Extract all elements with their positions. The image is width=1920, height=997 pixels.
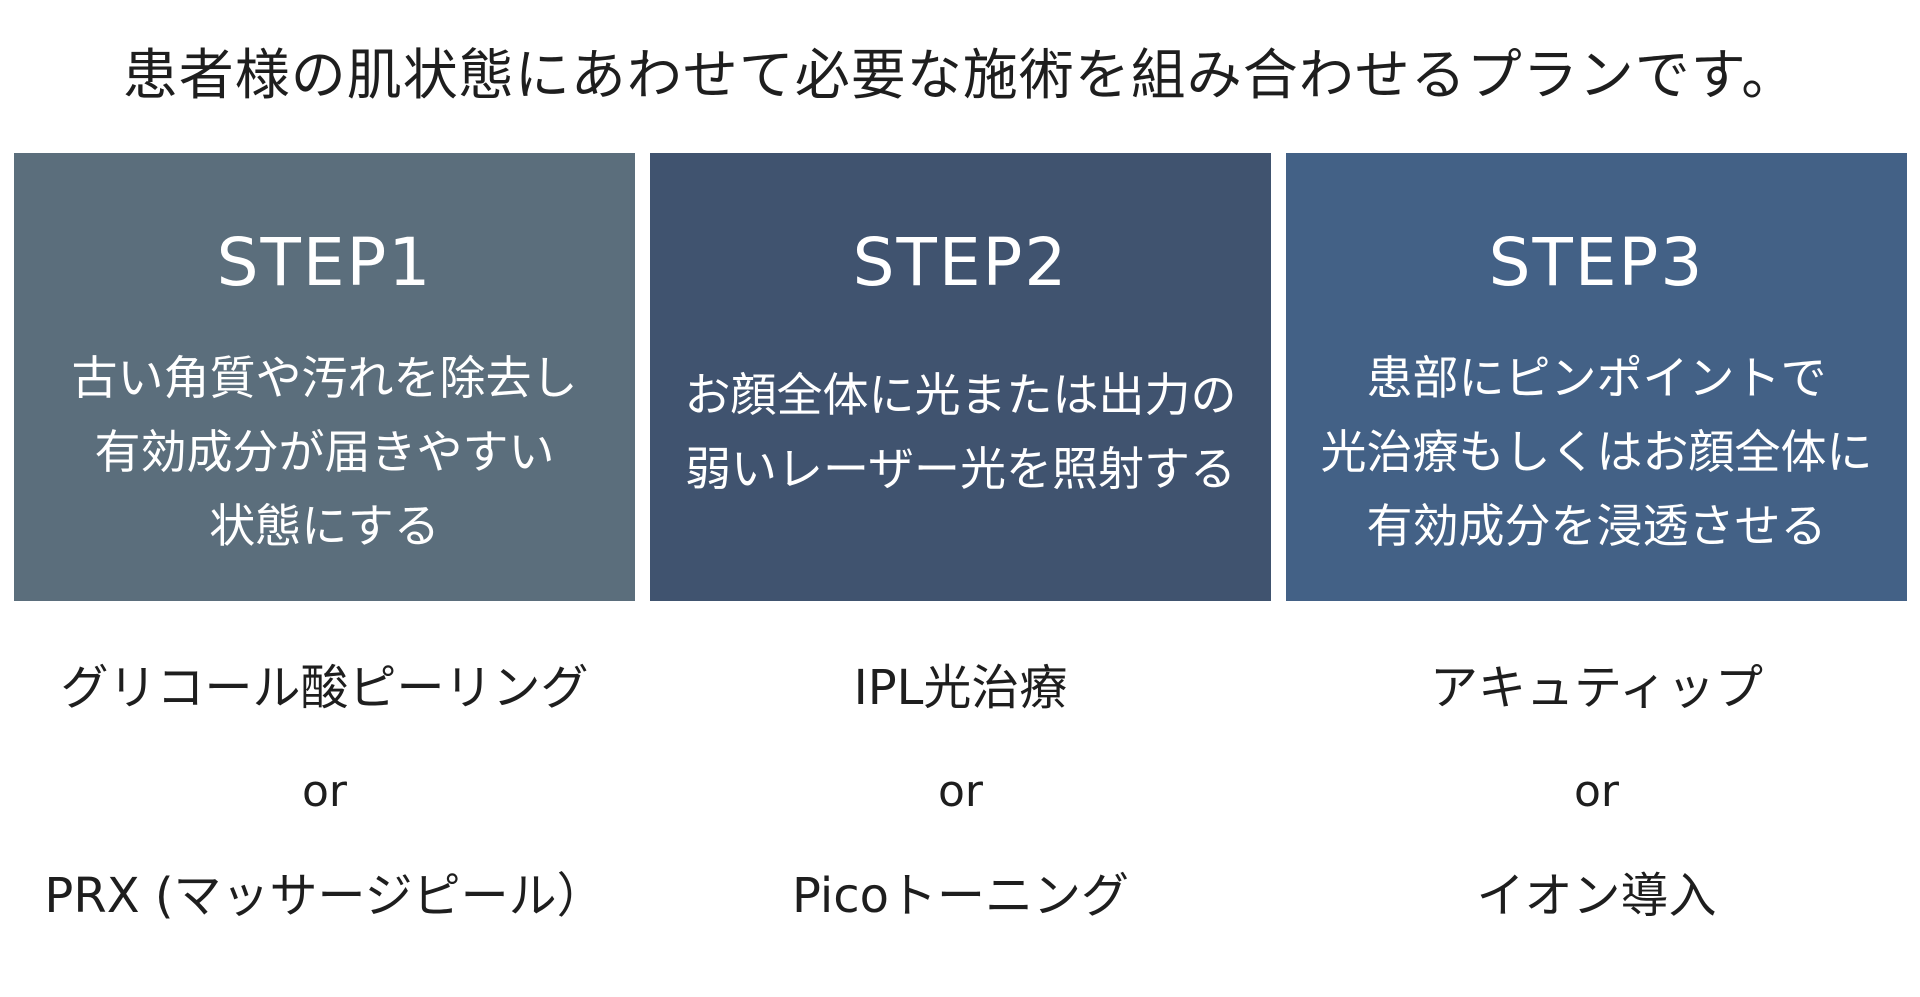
step2-option-2: Picoトーニング [792, 868, 1129, 924]
step1-panel: STEP1 古い角質や汚れを除去し 有効成分が届きやすい 状態にする [14, 153, 635, 601]
step2-desc-line-2: 弱いレーザー光を照射する [684, 442, 1237, 496]
step3-desc-line-1: 患部にピンポイントで [1366, 351, 1827, 405]
step2-or-separator: or [937, 766, 983, 817]
step2-description: お顔全体に光または出力の 弱いレーザー光を照射する [650, 358, 1271, 506]
step1-title: STEP1 [216, 224, 433, 301]
step3-desc-line-3: 有効成分を浸透させる [1366, 499, 1827, 553]
step3-or-separator: or [1573, 766, 1619, 817]
step1-option-1: グリコール酸ピーリング [60, 660, 589, 716]
step1-options: グリコール酸ピーリング or PRX (マッサージピール） [14, 648, 635, 960]
step1-or-separator: or [301, 766, 347, 817]
step1-option-2: PRX (マッサージピール） [44, 868, 605, 924]
step2-panel: STEP2 お顔全体に光または出力の 弱いレーザー光を照射する [650, 153, 1271, 601]
step1-description: 古い角質や汚れを除去し 有効成分が届きやすい 状態にする [14, 341, 635, 563]
step1-desc-line-1: 古い角質や汚れを除去し [71, 351, 578, 405]
step2-title: STEP2 [852, 224, 1069, 301]
page-headline: 患者様の肌状態にあわせて必要な施術を組み合わせるプランです。 [122, 43, 1798, 107]
step2-desc-line-1: お顔全体に光または出力の [684, 368, 1237, 422]
step3-options: アキュティップ or イオン導入 [1286, 648, 1907, 960]
step3-option-2: イオン導入 [1476, 868, 1717, 924]
step2-options: IPL光治療 or Picoトーニング [650, 648, 1271, 960]
step2-option-1: IPL光治療 [853, 660, 1068, 716]
step1-desc-line-2: 有効成分が届きやすい [94, 425, 555, 479]
step3-option-1: アキュティップ [1429, 660, 1764, 716]
step3-title: STEP3 [1488, 224, 1705, 301]
step3-desc-line-2: 光治療もしくはお顔全体に [1320, 425, 1873, 479]
step3-panel: STEP3 患部にピンポイントで 光治療もしくはお顔全体に 有効成分を浸透させる [1286, 153, 1907, 601]
step3-description: 患部にピンポイントで 光治療もしくはお顔全体に 有効成分を浸透させる [1286, 341, 1907, 563]
step1-desc-line-3: 状態にする [209, 499, 440, 553]
